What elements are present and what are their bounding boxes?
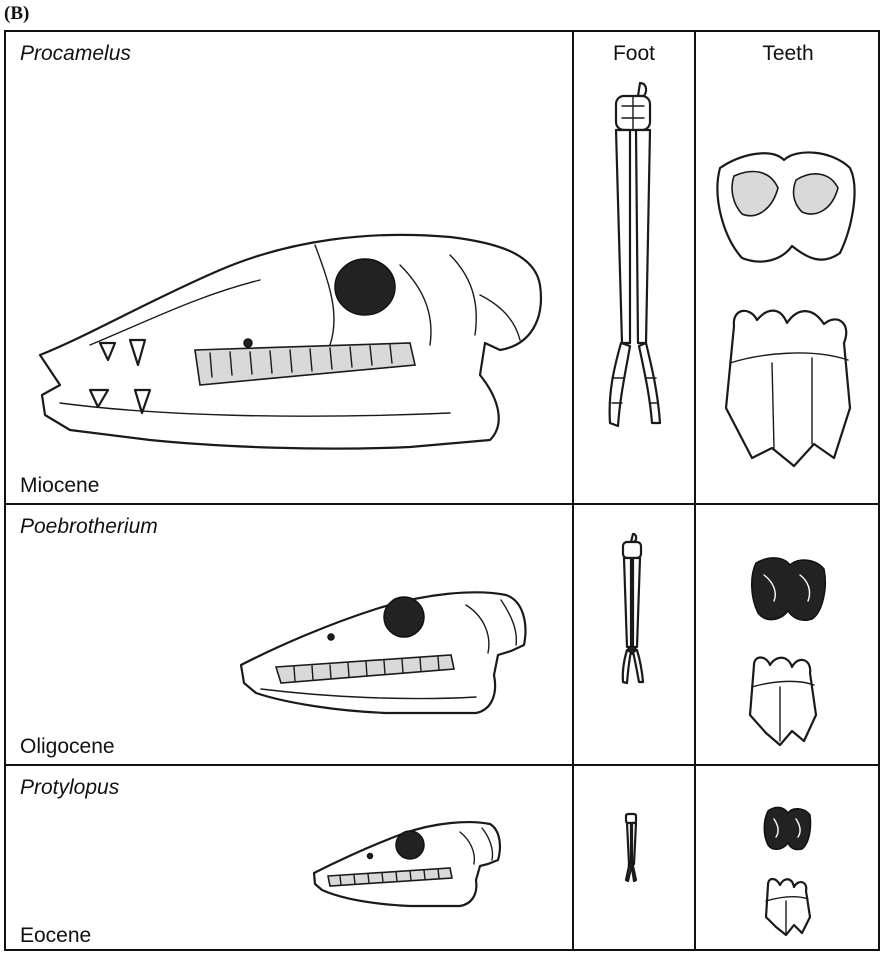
column-divider-foot	[572, 30, 574, 951]
protylopus-foot-illustration	[622, 812, 640, 884]
epoch-label-miocene: Miocene	[20, 474, 99, 498]
column-header-teeth: Teeth	[696, 42, 880, 66]
column-divider-teeth	[694, 30, 696, 951]
epoch-label-oligocene: Oligocene	[20, 735, 115, 759]
row-divider-1	[4, 503, 880, 505]
poebrotherium-teeth-illustration	[742, 555, 832, 745]
column-header-foot: Foot	[574, 42, 694, 66]
procamelus-teeth-illustration	[712, 148, 862, 483]
protylopus-skull-illustration	[310, 818, 505, 910]
row-divider-2	[4, 764, 880, 766]
poebrotherium-skull-illustration	[236, 585, 531, 720]
panel-label: (B)	[4, 3, 29, 25]
poebrotherium-foot-illustration	[617, 532, 647, 687]
genus-label-protylopus: Protylopus	[20, 776, 119, 800]
procamelus-foot-illustration	[600, 78, 670, 438]
epoch-label-eocene: Eocene	[20, 924, 91, 948]
protylopus-teeth-illustration	[758, 805, 820, 940]
procamelus-skull-illustration	[30, 225, 550, 455]
genus-label-procamelus: Procamelus	[20, 42, 131, 66]
genus-label-poebrotherium: Poebrotherium	[20, 515, 158, 539]
